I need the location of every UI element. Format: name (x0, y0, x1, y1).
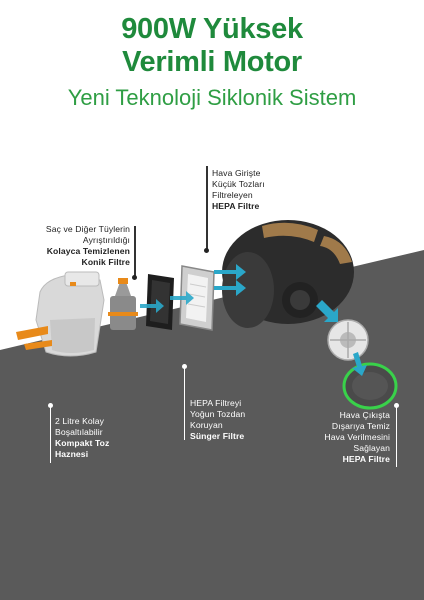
label-dust-box-emphasis: Kompakt Toz (55, 438, 110, 448)
label-sponge-filter-line: Koruyan (190, 420, 223, 430)
label-dust-box: 2 Litre Kolay Boşaltılabilir Kompakt Toz… (55, 416, 109, 460)
label-sponge-filter-line: Yoğun Tozdan (190, 409, 246, 419)
label-sponge-filter-emphasis: Sünger Filtre (190, 431, 245, 441)
label-hepa-intake-line: Küçük Tozları (212, 179, 265, 189)
label-dust-box-line: 2 Litre Kolay (55, 416, 105, 426)
label-cone-filter-line: Ayrıştırıldığı (82, 235, 130, 245)
airflow-arrows (140, 264, 367, 376)
sponge-filter-image (146, 274, 174, 330)
label-hepa-exhaust-line: Hava Verilmesini (324, 432, 390, 442)
headline-subtitle: Yeni Teknoloji Siklonik Sistem (67, 85, 357, 110)
label-hepa-exhaust-line: Sağlayan (353, 443, 390, 453)
pointer-line-sponge-filter (183, 368, 185, 440)
label-hepa-exhaust-line: Dışarıya Temiz (331, 421, 390, 431)
label-hepa-intake-line: Filtreleyen (212, 190, 253, 200)
label-cone-filter-line: Saç ve Diğer Tüylerin (45, 224, 130, 234)
label-hepa-intake-emphasis: HEPA Filtre (212, 201, 260, 211)
exhaust-green-ring-image (342, 362, 398, 410)
cone-filter-image (108, 278, 138, 330)
pointer-line-hepa-exhaust (395, 407, 397, 467)
label-dust-box-emphasis: Haznesi (55, 449, 89, 459)
pointer-dot-sponge-filter (181, 364, 187, 369)
pointer-dot-hepa-intake (203, 248, 209, 253)
label-hepa-exhaust: Hava Çıkışta Dışarıya Temiz Hava Verilme… (270, 410, 390, 465)
exhaust-hepa-disc-image (327, 319, 369, 361)
label-dust-box-line: Boşaltılabilir (55, 427, 103, 437)
pointer-dot-dust-box (47, 403, 53, 408)
pointer-dot-cone-filter (131, 275, 137, 280)
headline-line-2: Verimli Motor (122, 46, 302, 78)
pointer-dot-hepa-exhaust (393, 403, 399, 408)
label-cone-filter-emphasis: Kolayca Temizlenen (46, 246, 130, 256)
pointer-line-hepa-intake (206, 166, 208, 250)
label-cone-filter-emphasis: Konik Filtre (81, 257, 130, 267)
label-hepa-intake: Hava Girişte Küçük Tozları Filtreleyen H… (212, 168, 265, 212)
pointer-line-cone-filter (134, 226, 136, 278)
label-hepa-exhaust-emphasis: HEPA Filtre (342, 454, 390, 464)
label-cone-filter: Saç ve Diğer Tüylerin Ayrıştırıldığı Kol… (10, 224, 130, 268)
headline-line-1: 900W Yüksek (121, 13, 303, 45)
label-sponge-filter: HEPA Filtreyi Yoğun Tozdan Koruyan Sünge… (190, 398, 245, 442)
hepa-intake-filter-image (179, 265, 215, 331)
label-hepa-exhaust-line: Hava Çıkışta (339, 410, 390, 420)
dust-container-image (16, 271, 105, 357)
motor-body-image (222, 220, 354, 328)
pointer-line-dust-box (49, 407, 51, 463)
label-sponge-filter-line: HEPA Filtreyi (190, 398, 242, 408)
label-hepa-intake-line: Hava Girişte (212, 168, 261, 178)
